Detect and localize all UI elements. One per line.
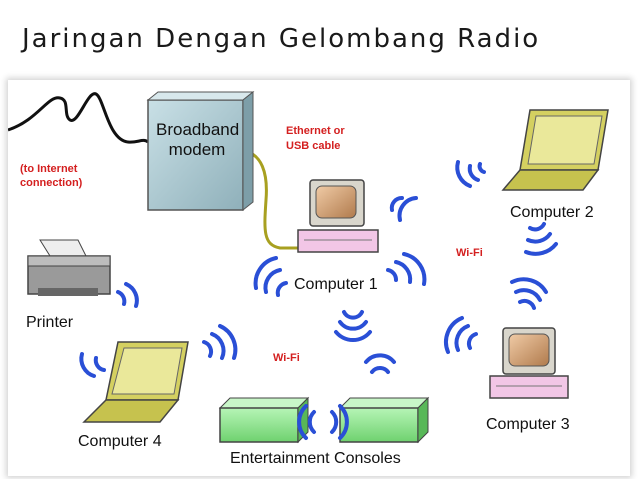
computer3-label: Computer 3	[486, 416, 570, 433]
cable-label-line1: Ethernet or	[286, 125, 345, 137]
wifi-label-right: Wi-Fi	[456, 247, 483, 259]
computer1-icon	[297, 179, 379, 253]
computer1-label: Computer 1	[294, 276, 378, 293]
entertainment-consoles-icon	[218, 396, 430, 444]
network-diagram: (to Internet connection) Broadband modem…	[8, 80, 630, 476]
modem-label-line1: Broadband	[156, 120, 240, 139]
wifi-wave-icon	[79, 160, 558, 440]
computer2-icon	[501, 109, 609, 191]
computer4-label: Computer 4	[78, 433, 162, 450]
computer2-label: Computer 2	[510, 204, 594, 221]
ethernet-cable-label: Ethernet or USB cable	[286, 124, 345, 154]
modem-label-line2: modem	[168, 140, 226, 159]
page-title: Jaringan Dengan Gelombang Radio	[22, 24, 541, 54]
computer4-icon	[82, 341, 189, 423]
printer-icon	[27, 239, 111, 296]
modem-icon	[146, 90, 255, 212]
ethernet-cable	[239, 148, 298, 250]
wifi-label-center: Wi-Fi	[273, 352, 300, 364]
printer-label: Printer	[26, 314, 74, 331]
consoles-label: Entertainment Consoles	[230, 450, 401, 467]
computer3-icon	[489, 327, 569, 399]
internet-connection-label: (to Internet connection)	[20, 162, 82, 190]
internet-cable	[8, 92, 149, 144]
internet-label-line2: connection)	[20, 177, 83, 189]
internet-label-line1: (to Internet	[20, 163, 78, 175]
cable-label-line2: USB cable	[286, 140, 341, 152]
diagram-artwork	[8, 90, 609, 444]
modem-label: Broadband modem	[156, 120, 240, 160]
